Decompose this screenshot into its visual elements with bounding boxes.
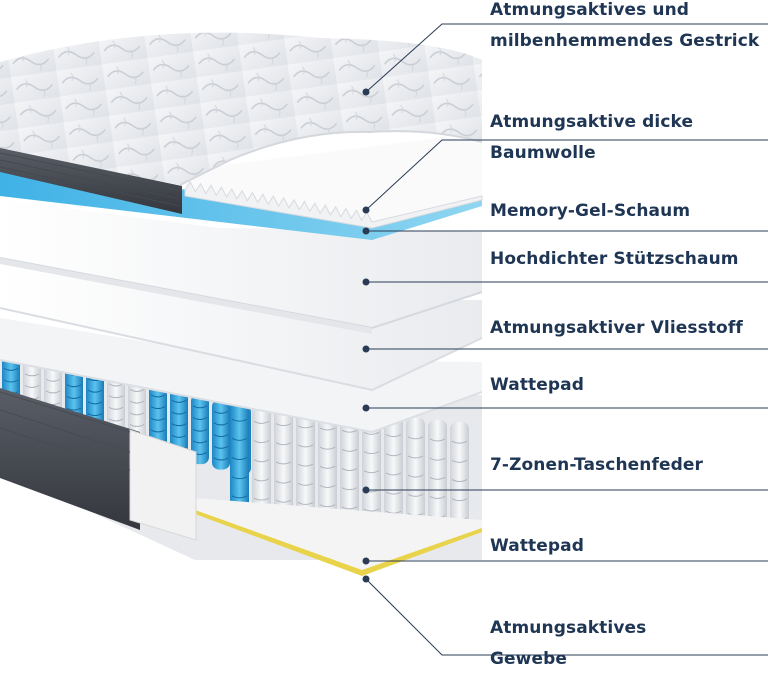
label-pocket-springs: 7-Zonen-Taschenfeder	[490, 450, 703, 481]
leader-dot	[363, 558, 370, 565]
leader-dot	[363, 346, 370, 353]
label-knit-cover: Atmungsaktives und milbenhemmendes Gestr…	[490, 0, 759, 57]
leader-dot	[363, 207, 370, 214]
label-thick-cotton: Atmungsaktive dicke Baumwolle	[490, 107, 693, 169]
leader-dot	[363, 405, 370, 412]
label-wattepad-upper: Wattepad	[490, 370, 584, 401]
label-fleece: Atmungsaktiver Vliesstoff	[490, 313, 743, 344]
label-memory-gel-foam: Memory-Gel-Schaum	[490, 196, 690, 227]
label-support-foam: Hochdichter Stützschaum	[490, 244, 739, 275]
label-wattepad-lower: Wattepad	[490, 531, 584, 562]
leader-dot	[363, 487, 370, 494]
leader-dot	[363, 89, 370, 96]
leader-dot	[363, 228, 370, 235]
leader-dot	[363, 279, 370, 286]
leader-dot	[363, 576, 370, 583]
label-breathable-fabric: Atmungsaktives Gewebe	[490, 613, 646, 675]
